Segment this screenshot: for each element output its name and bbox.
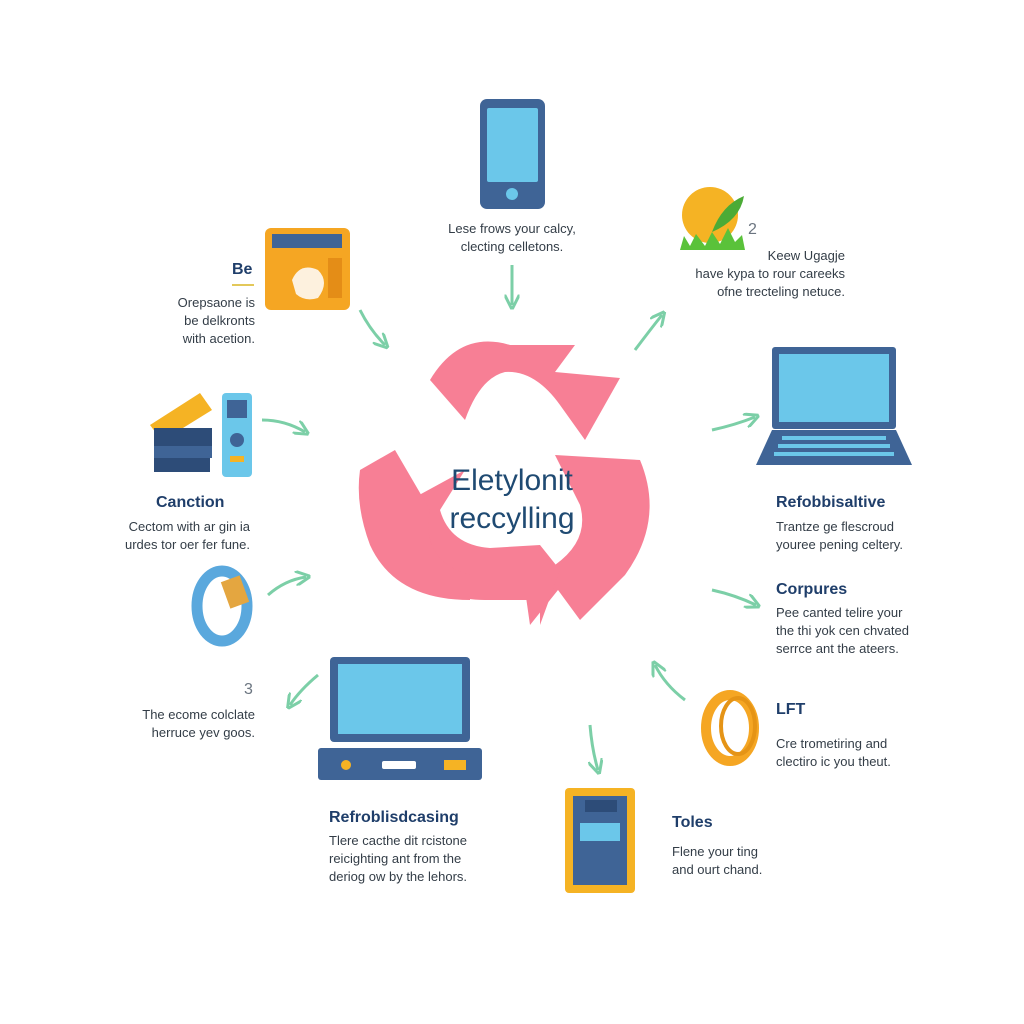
arrow-bottom [590, 724, 598, 770]
title-refroblisdcasing: Refroblisdcasing [329, 809, 459, 826]
caption-toles-line1: Flene your ting [672, 844, 758, 859]
caption-three-line2: herruce yev goos. [151, 725, 255, 740]
caption-corpures-line3: serrce ant the ateers. [776, 641, 899, 656]
title-toles: Toles [672, 814, 713, 831]
arrow-right-lower [711, 588, 756, 605]
caption-be-line1: Orepsaone is [177, 295, 255, 310]
caption-refurb-bottom: Tlere cacthe dit rcistone reicighting an… [329, 832, 529, 886]
caption-be-line2: be delkronts [184, 313, 255, 328]
arrow-bottom-right [655, 665, 686, 702]
smartphone-icon [480, 99, 545, 209]
caption-be-line3: with acetion. [182, 331, 255, 346]
title-be-underline [232, 284, 254, 286]
caption-corpures-line1: Pee canted telire your [776, 605, 903, 620]
caption-corpures: Pee canted telire your the thi yok cen c… [776, 604, 976, 658]
step-number-3: 3 [244, 681, 253, 698]
center-title-line1: Eletylonit [451, 464, 573, 497]
caption-corpures-line2: the thi yok cen chvated [776, 623, 909, 638]
caption-top-line2: clecting celletons. [460, 239, 564, 254]
device-box-icon [565, 788, 635, 893]
caption-three-line1: The ecome colclate [142, 707, 255, 722]
caption-canction: Cectom with ar gin ia urdes tor oer fer … [100, 518, 250, 554]
arrow-left-lower [267, 577, 306, 597]
caption-laptop-right-line2: youree pening celtery. [776, 537, 903, 552]
caption-top: Lese frows your calcy, clecting celleton… [420, 220, 604, 256]
caption-be: Orepsaone is be delkronts with acetion. [140, 294, 255, 348]
title-be: Be [232, 261, 253, 278]
caption-lft-line2: clectiro ic you theut. [776, 754, 891, 769]
caption-canction-line1: Cectom with ar gin ia [128, 519, 250, 534]
monitor-icon [318, 657, 482, 780]
center-title-line2: reccylling [449, 502, 575, 535]
camera-icon [265, 228, 350, 310]
laptop-icon [756, 347, 912, 465]
caption-refurb-bottom-line2: reicighting ant from the [329, 851, 462, 866]
leaf-sun-icon [680, 187, 745, 250]
caption-toles-line2: and ourt chand. [672, 862, 763, 877]
recycle-icon [358, 341, 650, 625]
caption-top-right-line3: ofne trecteling netuce. [717, 284, 845, 299]
caption-lft: Cre trometiring and clectiro ic you theu… [776, 735, 976, 771]
caption-refurb-bottom-line1: Tlere cacthe dit rcistone [329, 833, 468, 848]
arrow-top-left [358, 309, 385, 345]
caption-top-right: Keew Ugagje have kypa to rour careeks of… [675, 247, 845, 301]
step-number-2: 2 [748, 221, 757, 238]
arrow-right [711, 417, 755, 432]
caption-laptop-right-line1: Trantze ge flescroud [776, 519, 895, 534]
arrow-top-right [633, 315, 662, 351]
ring-icon [701, 690, 759, 766]
title-corpures: Corpures [776, 581, 848, 598]
caption-top-right-line1: Keew Ugagje [767, 248, 845, 263]
caption-toles: Flene your ting and ourt chand. [672, 843, 832, 879]
center-title: Eletylonit reccylling [400, 462, 624, 538]
bracelet-icon [191, 565, 253, 647]
caption-three: The ecome colclate herruce yev goos. [120, 706, 255, 742]
arrow-left [261, 418, 305, 432]
caption-refurb-bottom-line3: deriog ow by the lehors. [329, 869, 468, 884]
caption-canction-line2: urdes tor oer fer fune. [124, 537, 250, 552]
caption-top-right-line2: have kypa to rour careeks [695, 266, 845, 281]
title-canction: Canction [156, 494, 225, 511]
caption-lft-line1: Cre trometiring and [776, 736, 888, 751]
arrow-bottom-left [290, 673, 319, 705]
caption-top-line1: Lese frows your calcy, [448, 221, 576, 236]
gadgets-icon [150, 393, 252, 477]
title-refobbisaltive: Refobbisaltive [776, 494, 886, 511]
caption-laptop-right: Trantze ge flescroud youree pening celte… [776, 518, 976, 554]
title-lft: LFT [776, 701, 806, 718]
